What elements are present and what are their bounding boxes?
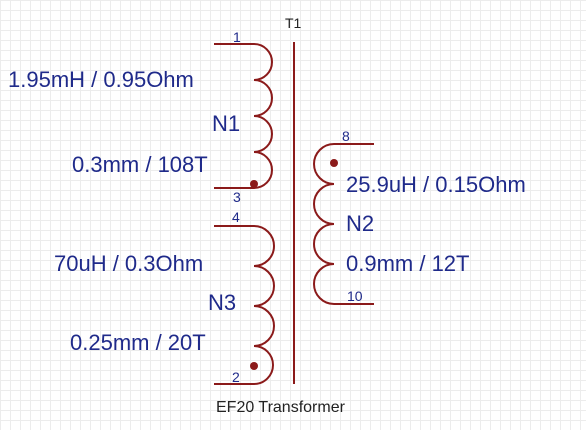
winding-n2-coil — [313, 143, 374, 305]
winding-n3-wire: 0.25mm / 20T — [70, 330, 206, 355]
pin-2-label: 2 — [232, 369, 240, 385]
winding-n2-inductance: 25.9uH / 0.15Ohm — [346, 172, 526, 197]
pin-1-label: 1 — [233, 29, 241, 45]
component-caption: EF20 Transformer — [216, 399, 346, 416]
pin-10-label: 10 — [347, 288, 363, 304]
winding-n1: 1 3 1.95mH / 0.95Ohm N1 0.3mm / 108T — [8, 29, 273, 205]
winding-n1-name: N1 — [212, 111, 240, 136]
winding-n3: 4 2 70uH / 0.3Ohm N3 0.25mm / 20T — [54, 209, 275, 385]
winding-n1-coil — [214, 43, 273, 189]
pin-3-label: 3 — [233, 189, 241, 205]
winding-n3-inductance: 70uH / 0.3Ohm — [54, 251, 203, 276]
winding-n3-polarity-dot — [250, 362, 258, 370]
winding-n2-name: N2 — [346, 211, 374, 236]
winding-n2-wire: 0.9mm / 12T — [346, 251, 469, 276]
winding-n3-name: N3 — [208, 290, 236, 315]
winding-n1-inductance: 1.95mH / 0.95Ohm — [8, 67, 194, 92]
winding-n1-wire: 0.3mm / 108T — [72, 152, 208, 177]
winding-n3-coil — [214, 225, 275, 385]
designator-label: T1 — [285, 15, 302, 31]
pin-4-label: 4 — [232, 209, 240, 225]
winding-n1-polarity-dot — [250, 180, 258, 188]
pin-8-label: 8 — [342, 128, 350, 144]
winding-n2: 8 10 25.9uH / 0.15Ohm N2 0.9mm / 12T — [313, 128, 526, 305]
winding-n2-polarity-dot — [330, 159, 338, 167]
